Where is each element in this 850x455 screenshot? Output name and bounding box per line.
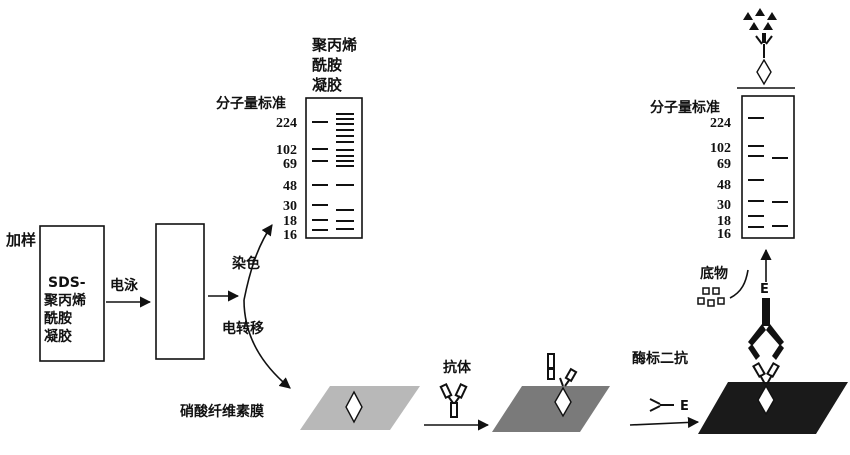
substrate-curve xyxy=(730,270,748,298)
membrane-label: 硝酸纤维素膜 xyxy=(180,403,264,420)
membrane-with-antibody xyxy=(492,386,610,432)
substrate-squares-icon xyxy=(698,288,724,306)
mw-standard-left-label: 分子量标准 xyxy=(216,95,286,112)
mw-tick-right: 224 xyxy=(710,116,731,131)
mw-tick-left: 102 xyxy=(276,143,297,158)
mw-markers-left: 224 102 69 48 30 18 16 xyxy=(276,116,297,243)
mw-tick-left: 18 xyxy=(283,214,297,229)
mw-tick-left: 30 xyxy=(283,199,297,214)
stained-gel-title-3: 凝胶 xyxy=(312,76,342,94)
mw-tick-left: 16 xyxy=(283,228,297,243)
mw-tick-left: 224 xyxy=(276,116,297,131)
sds-gel-label-2: 聚丙烯 xyxy=(43,292,86,309)
run-gel xyxy=(156,224,204,359)
electrotransfer-arrow xyxy=(244,300,290,388)
mw-tick-right: 48 xyxy=(717,178,731,193)
stained-gel-title-2: 酰胺 xyxy=(312,56,342,74)
enzyme-secondary-complex-icon xyxy=(748,298,784,360)
mw-tick-right: 69 xyxy=(717,157,731,172)
secondary-antibody-icon xyxy=(650,399,674,411)
antibody-complex-icon xyxy=(753,363,778,384)
secondary-arrow xyxy=(630,422,698,425)
mw-tick-right: 30 xyxy=(717,198,731,213)
mw-tick-left: 69 xyxy=(283,157,297,172)
mw-tick-right: 102 xyxy=(710,141,731,156)
enzyme-secondary-label: 酶标二抗 xyxy=(632,350,688,367)
mw-tick-right: 16 xyxy=(717,227,731,242)
membrane-with-complex xyxy=(698,382,848,434)
mw-tick-left: 48 xyxy=(283,179,297,194)
primary-antibody-icon xyxy=(441,384,467,417)
stain-label: 染色 xyxy=(232,255,260,272)
mw-standard-right-label: 分子量标准 xyxy=(650,99,720,116)
sds-gel-label-3: 酰胺 xyxy=(44,310,72,327)
sds-gel-label-4: 凝胶 xyxy=(44,328,72,345)
antibody-label: 抗体 xyxy=(443,359,472,376)
enzyme-e-label: E xyxy=(680,399,689,414)
stained-gel-title-1: 聚丙烯 xyxy=(311,36,357,54)
mw-markers-right: 224 102 69 48 30 18 16 xyxy=(710,116,731,242)
substrate-label: 底物 xyxy=(700,265,728,282)
loading-label: 加样 xyxy=(5,231,36,249)
bound-primary-antibody-icon xyxy=(548,354,576,386)
electrophoresis-label: 电泳 xyxy=(110,277,139,294)
signal-product-icon xyxy=(743,8,777,84)
enzyme-e-label: E xyxy=(760,282,769,297)
electrotransfer-label: 电转移 xyxy=(222,320,264,337)
sds-gel-label-1: SDS- xyxy=(48,275,86,291)
